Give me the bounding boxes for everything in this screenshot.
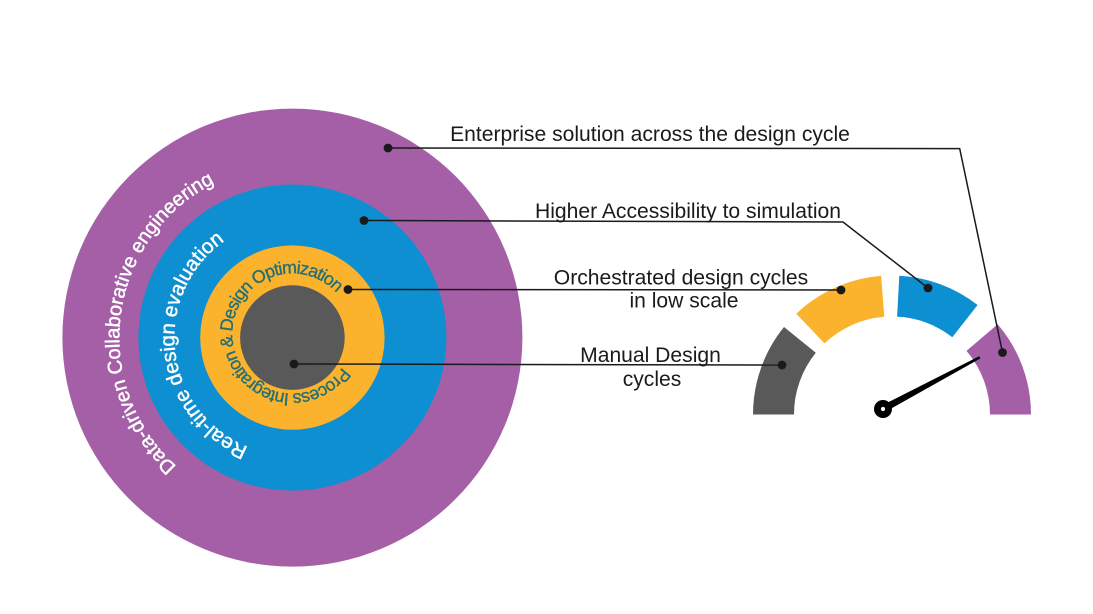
- svg-text:Orchestrated design cycles: Orchestrated design cycles: [554, 267, 808, 290]
- svg-text:Enterprise solution across the: Enterprise solution across the design cy…: [450, 123, 850, 146]
- svg-text:Higher Accessibility to simula: Higher Accessibility to simulation: [535, 200, 841, 223]
- svg-text:in low scale: in low scale: [629, 290, 738, 313]
- svg-text:cycles: cycles: [623, 368, 682, 391]
- svg-text:Manual Design: Manual Design: [580, 344, 721, 367]
